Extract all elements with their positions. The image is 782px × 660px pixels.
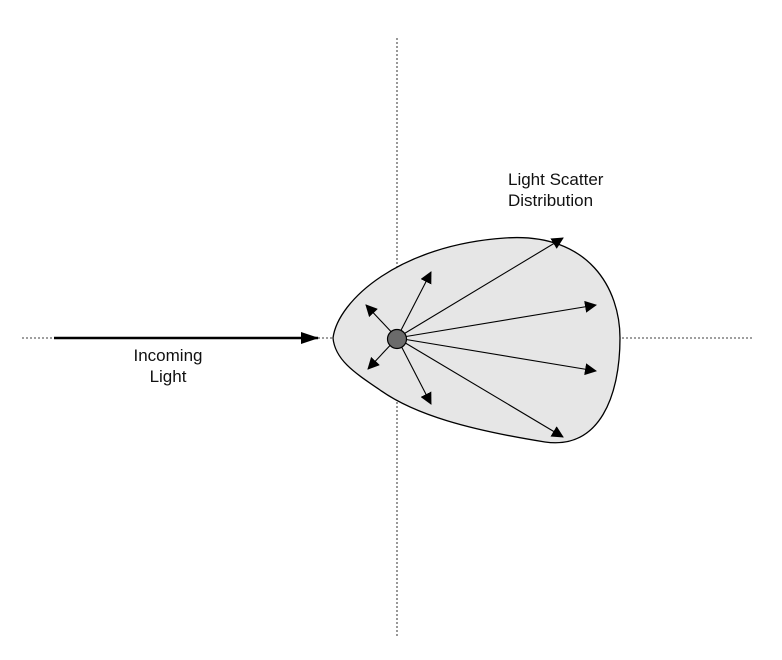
scatter-ray	[396, 337, 564, 438]
scatter-ray	[396, 337, 432, 405]
scatter-ray	[396, 237, 564, 339]
scatter-lobe	[332, 236, 621, 444]
scatter-ray	[396, 337, 597, 376]
scattering-particle	[386, 328, 408, 350]
scatter-ray	[396, 300, 597, 339]
incoming-light-label-line1: Incoming	[133, 346, 203, 365]
scatter-distribution-label: Light Scatter Distribution	[508, 169, 603, 211]
scatter-distribution-label-line1: Light Scatter	[508, 170, 604, 189]
scatter-distribution-label-line2: Distribution	[508, 191, 594, 210]
scatter-ray	[396, 271, 432, 339]
incoming-light-label-line2: Light	[149, 367, 187, 386]
incoming-light-label: Incoming Light	[118, 345, 218, 387]
